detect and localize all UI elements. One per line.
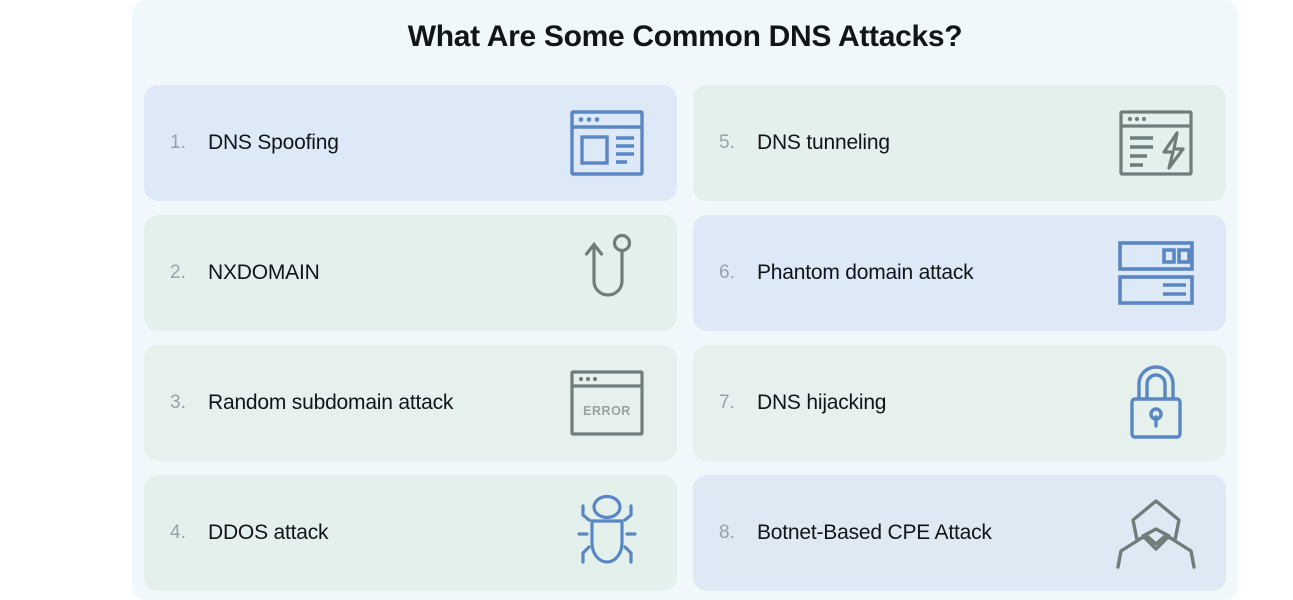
item-label: NXDOMAIN bbox=[208, 261, 320, 284]
item-number: 3. bbox=[170, 392, 186, 413]
list-item[interactable]: 8. Botnet-Based CPE Attack bbox=[693, 475, 1226, 591]
list-item[interactable]: 6. Phantom domain attack bbox=[693, 215, 1226, 331]
item-label: DNS Spoofing bbox=[208, 131, 339, 154]
item-number: 4. bbox=[170, 522, 186, 543]
fish-hook-icon bbox=[559, 227, 655, 319]
error-label: ERROR bbox=[583, 404, 631, 418]
browser-error-window-icon: ERROR bbox=[559, 357, 655, 449]
bug-icon bbox=[559, 487, 655, 579]
item-number: 2. bbox=[170, 262, 186, 283]
browser-window-layout-icon bbox=[559, 97, 655, 189]
list-item[interactable]: 2. NXDOMAIN bbox=[144, 215, 677, 331]
list-item[interactable]: 5. DNS tunneling bbox=[693, 85, 1226, 201]
attack-list-grid: 1. DNS Spoofing bbox=[144, 85, 1226, 591]
item-label: Random subdomain attack bbox=[208, 391, 454, 414]
server-rack-icon bbox=[1108, 227, 1204, 319]
item-label: DNS hijacking bbox=[757, 391, 887, 414]
item-label: DDOS attack bbox=[208, 521, 329, 544]
infographic-panel: What Are Some Common DNS Attacks? 1. DNS… bbox=[132, 0, 1238, 600]
list-item[interactable]: 3. Random subdomain attack ERROR bbox=[144, 345, 677, 461]
item-number: 1. bbox=[170, 132, 186, 153]
browser-lightning-window-icon bbox=[1108, 97, 1204, 189]
item-number: 6. bbox=[719, 262, 735, 283]
padlock-icon bbox=[1108, 357, 1204, 449]
item-number: 7. bbox=[719, 392, 735, 413]
list-item[interactable]: 4. DDOS attack bbox=[144, 475, 677, 591]
item-label: Phantom domain attack bbox=[757, 261, 974, 284]
item-label: Botnet-Based CPE Attack bbox=[757, 521, 992, 544]
list-item[interactable]: 7. DNS hijacking bbox=[693, 345, 1226, 461]
item-number: 5. bbox=[719, 132, 735, 153]
page-title: What Are Some Common DNS Attacks? bbox=[407, 20, 963, 53]
hacker-hoodie-icon bbox=[1108, 487, 1204, 579]
list-item[interactable]: 1. DNS Spoofing bbox=[144, 85, 677, 201]
item-number: 8. bbox=[719, 522, 735, 543]
item-label: DNS tunneling bbox=[757, 131, 890, 154]
